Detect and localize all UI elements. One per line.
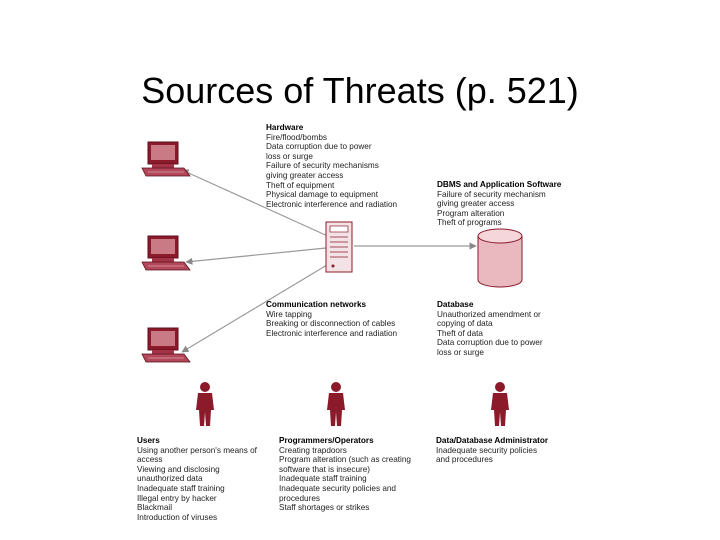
threat-item: Failure of security mechanism xyxy=(437,189,546,199)
threat-item: Theft of equipment xyxy=(266,180,335,190)
communication-heading: Communication networks xyxy=(266,300,367,309)
computer-terminal-icon xyxy=(141,141,191,177)
threat-item: giving greater access xyxy=(437,199,515,209)
connector-line xyxy=(181,261,333,353)
connector-line xyxy=(185,247,327,265)
hardware-heading: Hardware xyxy=(266,123,304,132)
threat-item: Theft of programs xyxy=(437,218,502,228)
threat-item: software that is insecure) xyxy=(279,464,371,474)
threat-item: unauthorized data xyxy=(137,474,203,484)
users-threats: Users Using another person's means of ac… xyxy=(137,436,257,522)
threat-item: Electronic interference and radiation xyxy=(266,328,398,338)
threat-item: Data corruption due to power xyxy=(266,142,372,152)
dbms-software-heading: DBMS and Application Software xyxy=(437,180,562,189)
threat-item: loss or surge xyxy=(437,347,484,357)
threat-item: copying of data xyxy=(437,319,493,329)
threat-item: Viewing and disclosing xyxy=(137,464,220,474)
threat-item: Unauthorized amendment or xyxy=(437,309,541,319)
person-icon xyxy=(491,382,509,426)
threat-item: Introduction of viruses xyxy=(137,512,218,522)
threat-item: access xyxy=(137,455,163,465)
threat-item: Inadequate security policies and xyxy=(279,483,396,493)
threat-item: Program alteration (such as creating xyxy=(279,455,411,465)
threat-item: Wire tapping xyxy=(266,309,312,319)
threat-item: Theft of data xyxy=(437,328,483,338)
threat-item: Data corruption due to power xyxy=(437,338,543,348)
threat-item: giving greater access xyxy=(266,170,344,180)
dba-threats: Data/Database Administrator Inadequate s… xyxy=(436,436,548,465)
dbms-software-threats: DBMS and Application Software Failure of… xyxy=(437,180,561,228)
page-title: Sources of Threats (p. 521) xyxy=(141,70,579,111)
threat-item: Electronic interference and radiation xyxy=(266,199,398,209)
programmers-heading: Programmers/Operators xyxy=(279,436,374,445)
threat-item: Physical damage to equipment xyxy=(266,190,378,200)
threat-item: loss or surge xyxy=(266,151,313,161)
threat-item: and procedures xyxy=(436,455,493,465)
database-server-icon xyxy=(325,221,353,273)
threat-item: Staff shortages or strikes xyxy=(279,503,370,513)
person-icon xyxy=(196,382,214,426)
threat-item: Breaking or disconnection of cables xyxy=(266,319,396,329)
person-icon xyxy=(327,382,345,426)
dba-heading: Data/Database Administrator xyxy=(436,436,549,445)
threat-item: Blackmail xyxy=(137,503,173,513)
threat-item: Failure of security mechanisms xyxy=(266,161,379,171)
threat-item: Program alteration xyxy=(437,208,505,218)
threat-item: Using another person's means of xyxy=(137,445,257,455)
threat-item: Illegal entry by hacker xyxy=(137,493,217,503)
communication-threats: Communication networks Wire tapping Brea… xyxy=(266,300,397,338)
threat-item: Inadequate security policies xyxy=(436,445,538,455)
database-heading: Database xyxy=(437,300,474,309)
database-threats: Database Unauthorized amendment or copyi… xyxy=(437,300,543,358)
users-heading: Users xyxy=(137,436,160,445)
threat-item: Inadequate staff training xyxy=(137,483,225,493)
connector-line xyxy=(181,169,333,239)
computer-terminal-icon xyxy=(141,327,191,363)
programmers-threats: Programmers/Operators Creating trapdoors… xyxy=(279,436,411,513)
threat-item: Fire/flood/bombs xyxy=(266,132,327,142)
computer-terminal-icon xyxy=(141,235,191,271)
database-cylinder-icon xyxy=(477,228,523,288)
threat-item: Inadequate staff training xyxy=(279,474,367,484)
threat-item: procedures xyxy=(279,493,320,503)
hardware-threats: Hardware Fire/flood/bombs Data corruptio… xyxy=(266,123,397,209)
threat-item: Creating trapdoors xyxy=(279,445,347,455)
